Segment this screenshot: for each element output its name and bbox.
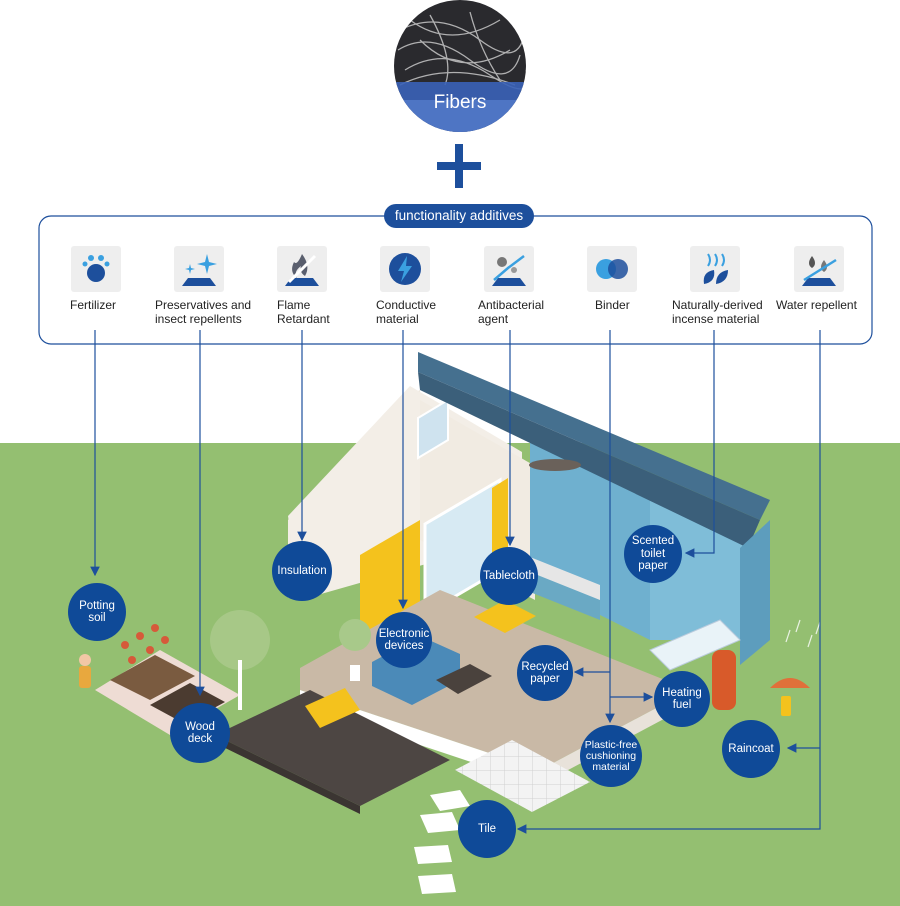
binder-icon (587, 246, 637, 292)
fertilizer-icon (71, 246, 121, 292)
flame-retardant-icon (277, 246, 327, 292)
additive-label-conductive: Conductive material (376, 298, 437, 326)
node-tile: Tile (458, 800, 516, 858)
preservatives-icon (174, 246, 224, 292)
node-insulation: Insulation (272, 541, 332, 601)
rain-lines (785, 619, 821, 648)
connectors (90, 330, 821, 834)
stepping-stones (414, 790, 470, 894)
additive-label-flame-retardant: Flame Retardant (277, 298, 330, 326)
node-tablecloth: Tablecloth (480, 547, 538, 605)
plus-sign (437, 144, 481, 188)
conductive-icon (380, 246, 430, 292)
additive-label-antibacterial: Antibacterial agent (478, 298, 545, 326)
additive-label-preservatives: Preservatives and insect repellents (155, 298, 252, 326)
additive-label-water-repellent: Water repellent (776, 298, 857, 312)
node-electronic-devices: Electronic devices (376, 612, 432, 668)
house (288, 352, 770, 785)
water-repellent-icon (794, 246, 844, 292)
additive-label-fertilizer: Fertilizer (70, 298, 117, 312)
node-plastic-free-cushioning: Plastic-free cushioning material (580, 725, 642, 787)
fibers-label: Fibers (433, 92, 487, 113)
antibacterial-icon (484, 246, 534, 292)
node-wood-deck: Wood deck (170, 703, 230, 763)
additive-label-incense: Naturally-derived incense material (672, 298, 763, 326)
node-potting-soil: Potting soil (68, 583, 126, 641)
tile-floor (455, 740, 590, 812)
incense-icon (690, 246, 740, 292)
child-with-umbrella (770, 678, 810, 716)
node-raincoat: Raincoat (722, 720, 780, 778)
node-heating-fuel: Heating fuel (654, 671, 710, 727)
additive-label-binder: Binder (595, 298, 630, 312)
functionality-additives-title: functionality additives (384, 204, 534, 228)
deck (215, 688, 450, 814)
node-scented-toilet-paper: Scented toilet paper (624, 525, 682, 583)
gardener-figure (79, 654, 91, 688)
node-recycled-paper: Recycled paper (517, 645, 573, 701)
